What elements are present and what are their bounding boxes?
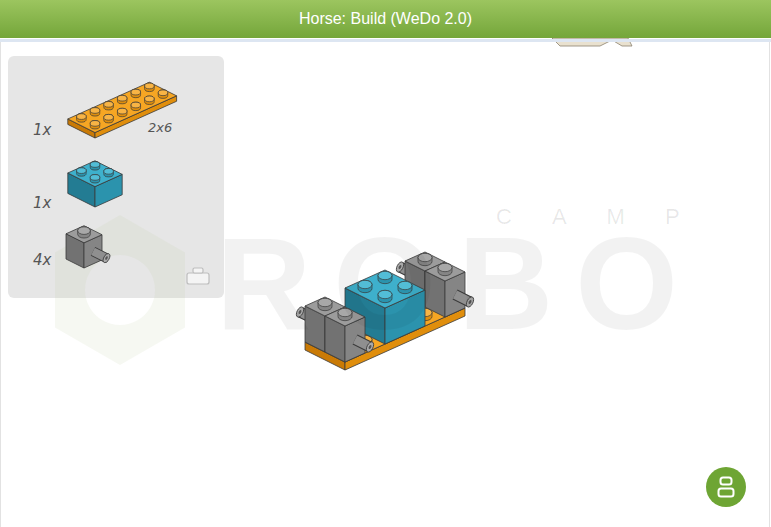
stud-side [145,96,155,104]
stud-side [90,175,100,183]
stud-side [104,114,114,122]
parts-illustration [66,82,177,268]
icon-part [187,273,209,284]
brick-2x2 [68,161,122,207]
icon-part [193,268,203,273]
page-border [769,42,770,527]
stud-top [145,96,155,102]
stud-top [145,83,155,89]
stud-side [131,89,141,97]
axle-pin [93,251,111,263]
plate-2x6 [68,82,177,138]
stud-side [90,108,100,116]
toggle-button [706,467,746,507]
stud-side [145,83,155,91]
button-icon [719,489,734,497]
quantity-label: 1x [33,195,51,212]
pin-hole [105,256,109,261]
stud-top [78,227,91,235]
header-bar [0,0,771,38]
stud-top [104,114,114,120]
stud-side [158,90,168,98]
stud-side [117,95,127,103]
stud-top [90,162,100,168]
brick-front [95,96,177,138]
pin-hole [368,344,372,349]
parts-panel [8,56,224,298]
page-border [0,42,1,527]
brick-top [68,161,122,187]
page-title: Horse: Build (WeDo 2.0) [299,10,472,27]
watermark-text: CAMP [496,205,720,229]
stud-top [117,108,127,114]
stud-top [77,114,87,120]
button-circle [706,467,746,507]
stud-side [77,114,87,122]
panel-toggle-icon [187,268,209,284]
stud-side [104,101,114,109]
stud-top [131,89,141,95]
header-shadow [0,39,771,42]
stud-top [104,168,114,174]
stud-top [77,168,87,174]
quantity-label: 4x [33,252,51,269]
stud-side [90,162,100,170]
header: Horse: Build (WeDo 2.0) [0,0,771,38]
pin-end [365,341,375,354]
stud-top [90,121,100,127]
stud-top [90,108,100,114]
stud-side [90,121,100,129]
watermark-text: ROBO [216,234,700,333]
stud-side [131,102,141,110]
stud-side [117,108,127,116]
stud-top [158,90,168,96]
pin-end [102,252,111,263]
stud-top [90,175,100,181]
stud-side [78,227,91,238]
brick-top [66,226,102,243]
brick-1x1-pin [66,226,102,268]
stud-top [117,95,127,101]
stud-side [77,168,87,176]
watermark-logo [55,215,185,365]
quantity-label: 1x [33,122,51,139]
stud-side [104,168,114,176]
size-label: 2x6 [148,121,172,135]
stud-top [131,102,141,108]
stud-top [104,101,114,107]
button-icon [721,478,732,485]
axle-pin [355,340,375,354]
